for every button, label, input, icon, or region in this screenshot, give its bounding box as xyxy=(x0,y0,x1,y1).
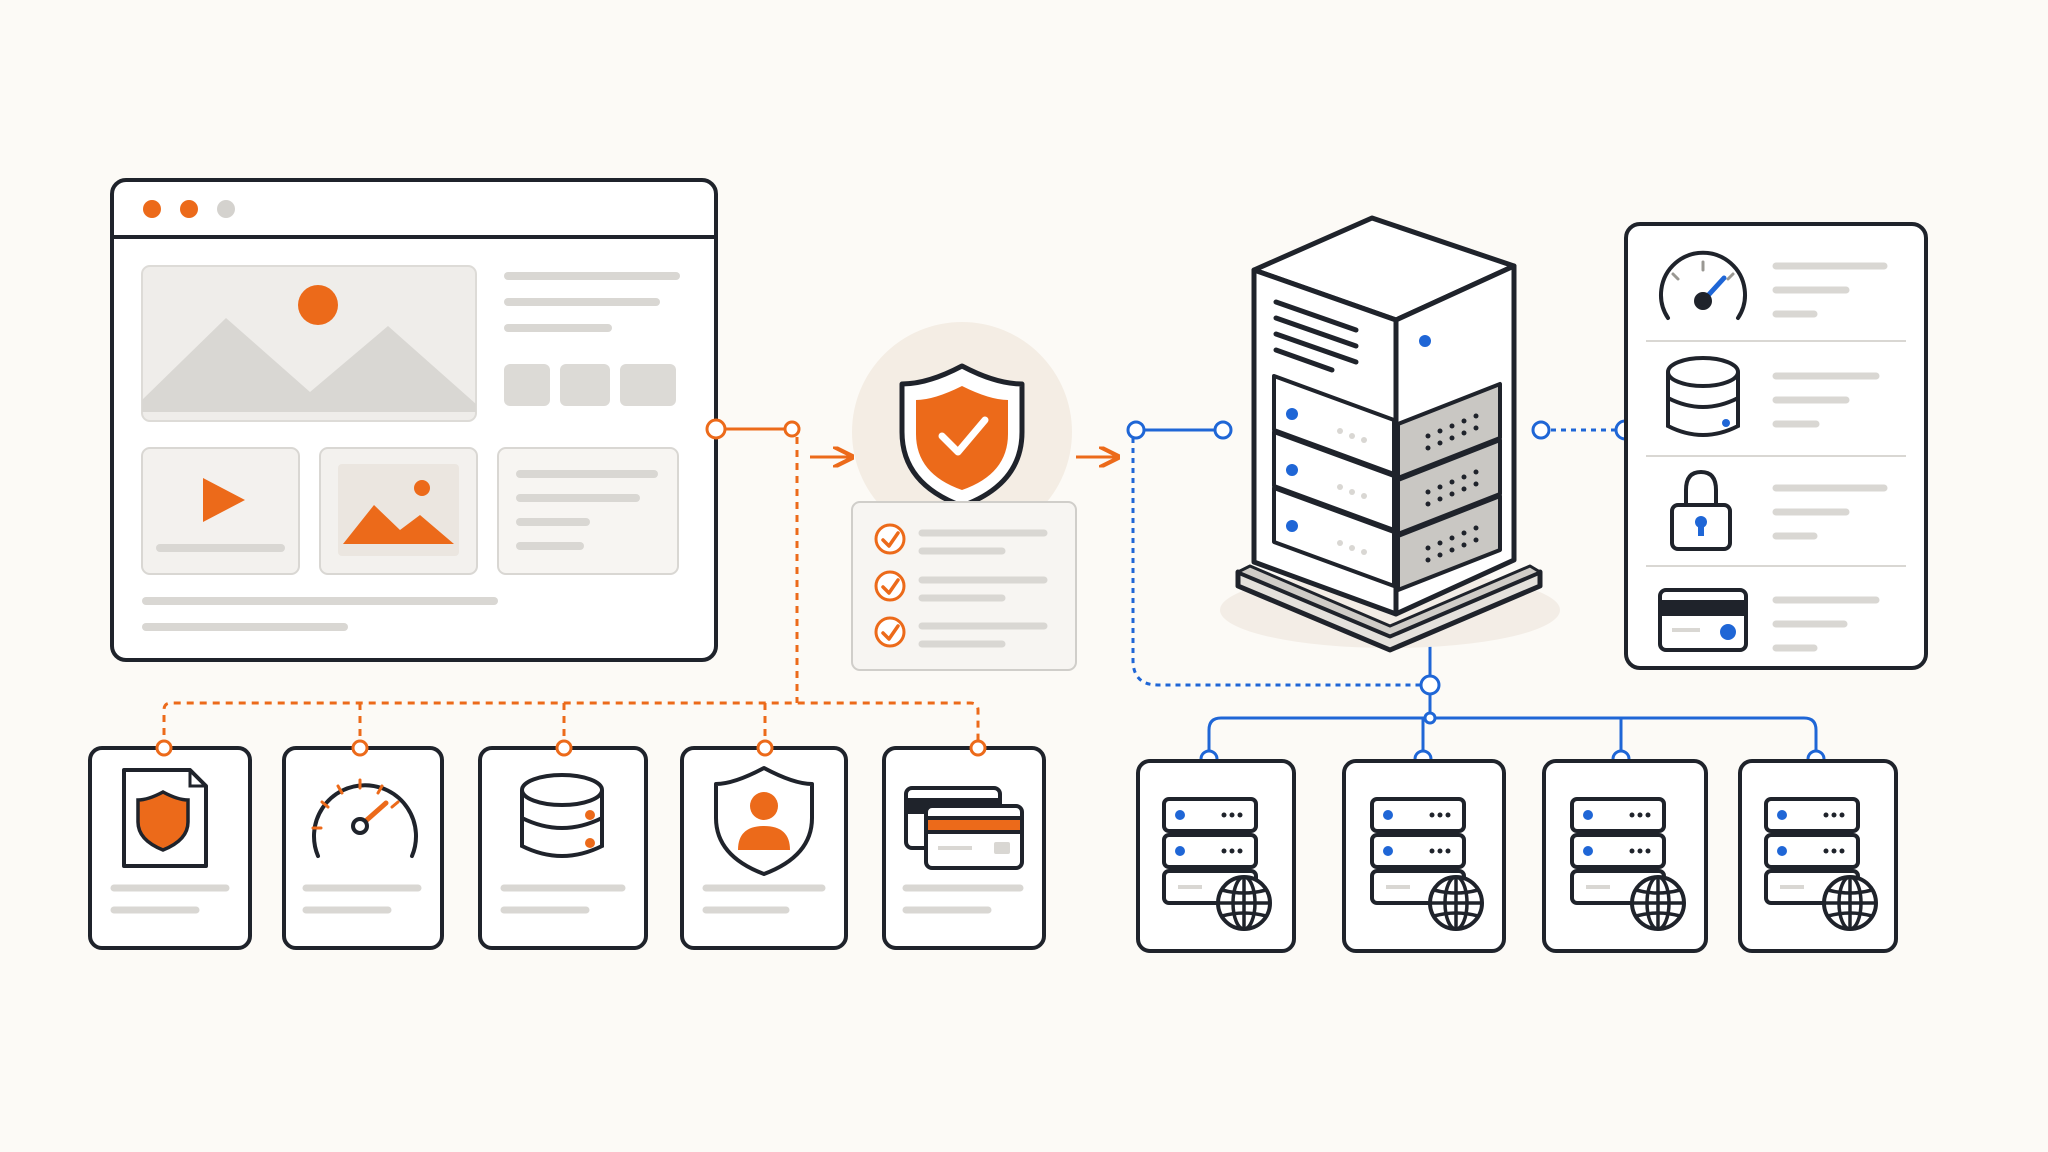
orange-connectors xyxy=(162,418,1116,748)
card-performance[interactable] xyxy=(282,739,444,950)
check-circle-icon xyxy=(874,616,906,648)
button-placeholders xyxy=(504,364,676,406)
connector-node[interactable] xyxy=(351,739,369,757)
card-web-server-1[interactable] xyxy=(1136,759,1296,953)
image-card[interactable] xyxy=(319,447,478,575)
speedometer-icon xyxy=(1659,250,1747,320)
footer-placeholder xyxy=(142,597,498,631)
connector-node[interactable] xyxy=(1531,420,1551,440)
connector-node[interactable] xyxy=(155,739,173,757)
play-icon xyxy=(203,478,245,522)
check-circle-icon xyxy=(874,523,906,555)
connector-node[interactable] xyxy=(705,418,727,440)
connector-node[interactable] xyxy=(1213,420,1233,440)
connector-node[interactable] xyxy=(783,420,801,438)
speedometer-icon xyxy=(311,778,418,858)
document-shield-icon xyxy=(122,768,208,868)
text-card[interactable] xyxy=(497,447,679,575)
credit-card-icon xyxy=(1658,588,1748,652)
connector-node[interactable] xyxy=(969,739,987,757)
connector-node[interactable] xyxy=(1126,420,1146,440)
card-user-protection[interactable] xyxy=(680,739,848,950)
window-dot-gray[interactable] xyxy=(217,200,235,218)
window-dot-red[interactable] xyxy=(143,200,161,218)
image-icon xyxy=(343,480,454,544)
window-dot-orange[interactable] xyxy=(180,200,198,218)
check-circle-icon xyxy=(874,570,906,602)
card-web-server-4[interactable] xyxy=(1738,759,1898,953)
database-icon xyxy=(520,773,604,858)
card-document-security[interactable] xyxy=(88,739,252,950)
card-payments[interactable] xyxy=(882,739,1046,950)
credit-cards-icon xyxy=(904,786,1024,870)
server-tower-icon xyxy=(1220,215,1560,653)
user-shield-icon xyxy=(714,766,814,876)
side-panel xyxy=(1624,222,1928,670)
connector-node[interactable] xyxy=(555,739,573,757)
image-placeholder-icon xyxy=(141,265,477,422)
server-globe-icon xyxy=(1370,797,1484,931)
shield-check-icon xyxy=(899,363,1025,509)
browser-window xyxy=(110,178,718,662)
connector-node[interactable] xyxy=(1419,674,1441,696)
card-data-storage[interactable] xyxy=(478,739,648,950)
security-gateway xyxy=(851,322,1077,671)
card-web-server-3[interactable] xyxy=(1542,759,1708,953)
connector-node[interactable] xyxy=(756,739,774,757)
server-globe-icon xyxy=(1162,797,1272,931)
bottom-left-cards xyxy=(88,739,1046,950)
padlock-icon xyxy=(1670,469,1732,551)
card-web-server-2[interactable] xyxy=(1342,759,1506,953)
bottom-right-cards xyxy=(1136,759,1898,953)
server-globe-icon xyxy=(1764,797,1878,931)
checklist-card xyxy=(851,501,1077,671)
server-globe-icon xyxy=(1570,797,1686,931)
database-icon xyxy=(1666,356,1740,437)
text-placeholder xyxy=(504,272,680,332)
video-card[interactable] xyxy=(141,447,300,575)
